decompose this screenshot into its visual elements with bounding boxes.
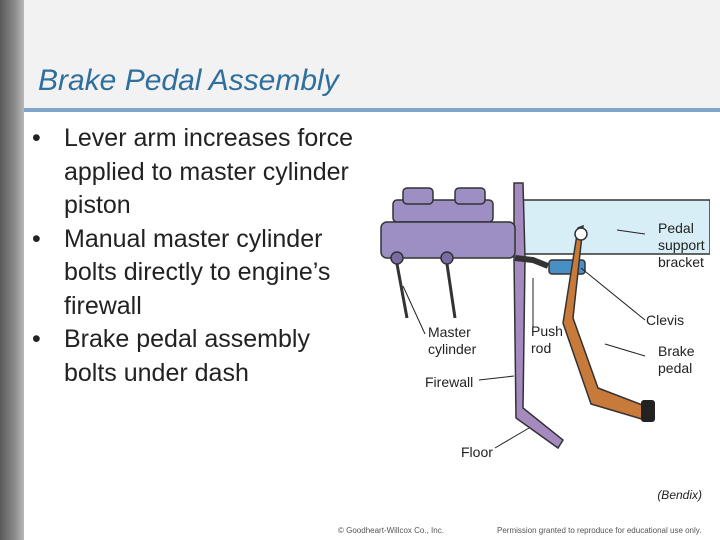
label-brake-pedal-line2: pedal xyxy=(658,360,692,376)
bullet-list: Lever arm increases force applied to mas… xyxy=(30,122,360,390)
slide-side-bar xyxy=(0,0,24,540)
label-clevis: Clevis xyxy=(646,312,684,328)
master-cylinder-shape xyxy=(380,187,516,319)
label-brake-pedal-line1: Brake xyxy=(658,343,695,359)
label-master-cylinder-line2: cylinder xyxy=(428,341,477,357)
title-underline xyxy=(24,108,720,112)
label-pedal-support-line2: support xyxy=(658,237,705,253)
footer-permission: Permission granted to reproduce for educ… xyxy=(497,526,702,535)
bullet-item: Lever arm increases force applied to mas… xyxy=(30,122,360,223)
brake-pedal-shape xyxy=(562,224,646,422)
label-pedal-support-line3: bracket xyxy=(658,254,704,270)
title-band xyxy=(24,0,720,108)
firewall-shape xyxy=(513,182,564,450)
pedal-pad xyxy=(641,400,655,422)
figure-credit: (Bendix) xyxy=(657,488,702,502)
label-firewall: Firewall xyxy=(425,374,473,390)
bullet-item: Manual master cylinder bolts directly to… xyxy=(30,223,360,324)
label-floor: Floor xyxy=(461,444,493,460)
label-push-rod-line2: rod xyxy=(531,340,551,356)
label-pedal-support-line1: Pedal xyxy=(658,220,694,236)
footer-copyright: © Goodheart-Willcox Co., Inc. xyxy=(338,526,444,535)
label-push-rod-line1: Push xyxy=(531,323,563,339)
bullet-item: Brake pedal assembly bolts under dash xyxy=(30,323,360,390)
slide-title: Brake Pedal Assembly xyxy=(38,64,339,97)
push-rod-shape xyxy=(514,255,550,269)
label-master-cylinder-line1: Master xyxy=(428,324,471,340)
pedal-support-bracket xyxy=(521,199,710,255)
brake-pedal-diagram: Pedal support bracket Clevis Brake pedal… xyxy=(380,182,710,460)
